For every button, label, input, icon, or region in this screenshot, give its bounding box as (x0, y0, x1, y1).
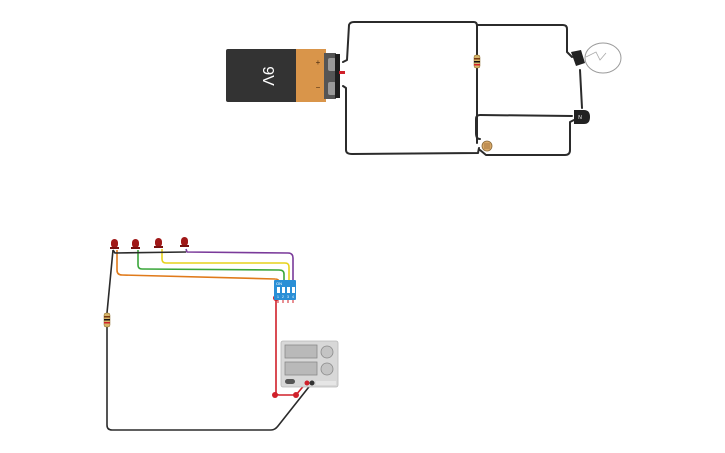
bulb-filament (585, 51, 607, 61)
dip-toggle (282, 287, 285, 293)
battery-terminal-minus (328, 82, 336, 95)
battery-minus-symbol: − (316, 83, 321, 92)
supply-terminal-strip (316, 381, 336, 385)
wire-yellow (161, 249, 290, 282)
dip-pin-label: 3 (287, 295, 289, 299)
led-rim (110, 247, 119, 249)
wire-photoresistor-loop (342, 85, 480, 155)
supply-terminal-minus (309, 380, 315, 386)
resistor-band (104, 316, 110, 318)
battery[interactable]: + − 9V (226, 49, 345, 102)
led-icon (155, 238, 162, 247)
left-resistor[interactable] (103, 312, 111, 328)
supply-display-current (284, 361, 318, 376)
led-icon (111, 239, 118, 248)
photoresistor[interactable] (481, 140, 493, 152)
resistor-band (474, 64, 480, 66)
wire-ground-left (106, 249, 114, 314)
led-rim (131, 247, 140, 249)
junction-dot (293, 392, 299, 398)
wire-top-to-bulb (476, 24, 573, 58)
supply-knob-current[interactable] (320, 362, 334, 376)
bottom-circuit: ON 1 2 3 4 (103, 237, 339, 431)
resistor-band (474, 61, 480, 63)
wire-ground-bottom (106, 327, 313, 431)
wire-orange (116, 250, 280, 283)
led-wires[interactable] (116, 248, 294, 283)
power-supply[interactable] (280, 340, 339, 388)
light-bulb-icon (584, 42, 622, 74)
wire-purple (185, 248, 294, 282)
led-icon (181, 237, 188, 246)
supply-knob-voltage[interactable] (320, 345, 334, 359)
battery-plus-symbol: + (316, 58, 321, 67)
resistor-band (474, 58, 480, 60)
dip-toggle (277, 287, 280, 293)
junction-dot (272, 392, 278, 398)
dip-toggle (292, 287, 295, 293)
wire-photoresistor-to-transistor (475, 114, 573, 140)
photoresistor-trace (484, 143, 490, 149)
top-circuit: + − 9V N (226, 21, 622, 156)
resistor-band (104, 319, 110, 321)
bulb-base (571, 50, 585, 66)
transistor-icon (574, 110, 590, 124)
light-bulb[interactable] (571, 42, 622, 74)
wire-battery-plus-loop (342, 21, 478, 63)
battery-red-lead (339, 71, 345, 74)
dip-pin-label: 1 (277, 295, 279, 299)
dip-toggle (287, 287, 290, 293)
dip-on-label: ON (276, 281, 282, 286)
battery-connector (335, 54, 340, 98)
dip-pin-label: 2 (282, 295, 284, 299)
transistor[interactable]: N (574, 110, 590, 124)
led-3[interactable] (154, 238, 163, 248)
ground-wire[interactable] (106, 249, 313, 431)
led-rim (180, 245, 189, 247)
dip-pins-bottom (277, 300, 294, 303)
led-row (110, 237, 189, 249)
wire-led-common (112, 249, 187, 254)
resistor-band (104, 322, 110, 324)
led-2[interactable] (131, 239, 140, 249)
battery-body (226, 49, 298, 102)
battery-cap (296, 49, 326, 102)
top-wires[interactable] (342, 21, 583, 156)
wire-green (137, 250, 285, 282)
wire-bulb-to-transistor (579, 69, 583, 109)
led-4[interactable] (180, 237, 189, 247)
wire-transistor-return (479, 119, 575, 156)
transistor-label: N (578, 115, 582, 121)
supply-display-voltage (284, 344, 318, 359)
battery-label: 9V (259, 66, 276, 86)
supply-power-switch[interactable] (285, 379, 295, 384)
dip-pin-label: 4 (292, 295, 294, 299)
supply-terminal-plus (304, 380, 310, 386)
battery-terminal-plus (328, 58, 336, 71)
led-icon (132, 239, 139, 248)
led-1[interactable] (110, 239, 119, 249)
led-rim (154, 246, 163, 248)
dip-switch[interactable]: ON 1 2 3 4 (274, 280, 296, 303)
top-resistor[interactable] (473, 54, 481, 69)
